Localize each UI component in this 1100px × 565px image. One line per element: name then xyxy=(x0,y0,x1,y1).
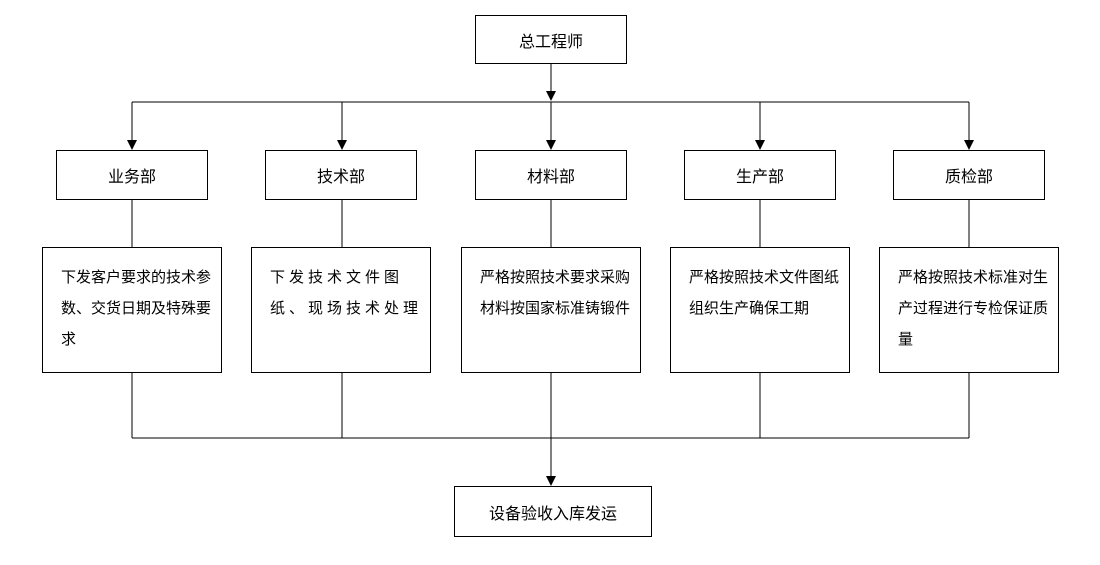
desc-box-materials: 严格按照技术要求采购材料按国家标准铸锻件 xyxy=(461,247,641,373)
chief-engineer-box: 总工程师 xyxy=(475,15,627,64)
shipping-box: 设备验收入库发运 xyxy=(454,486,652,537)
dept-box-technical: 技术部 xyxy=(265,150,417,200)
dept-box-materials: 材料部 xyxy=(475,150,627,200)
dept-label: 生产部 xyxy=(735,167,784,186)
desc-box-quality: 严格按照技术标准对生产过程进行专检保证质量 xyxy=(879,247,1059,373)
dept-box-business: 业务部 xyxy=(56,150,208,200)
shipping-label: 设备验收入库发运 xyxy=(488,503,617,523)
desc-text: 下发客户要求的技术参数、交货日期及特殊要求 xyxy=(61,268,212,348)
desc-text: 严格按照技术标准对生产过程进行专检保证质量 xyxy=(898,268,1049,348)
dept-label: 材料部 xyxy=(526,167,575,186)
desc-text: 严格按照技术文件图纸组织生产确保工期 xyxy=(689,268,840,317)
dept-label: 技术部 xyxy=(316,167,365,186)
dept-box-quality: 质检部 xyxy=(893,150,1045,200)
desc-box-production: 严格按照技术文件图纸组织生产确保工期 xyxy=(670,247,850,373)
chief-engineer-label: 总工程师 xyxy=(518,31,583,51)
desc-text: 下发技术文件图纸、现场技术处理 xyxy=(270,268,423,317)
dept-box-production: 生产部 xyxy=(684,150,836,200)
dept-label: 质检部 xyxy=(944,167,993,186)
dept-label: 业务部 xyxy=(107,167,156,186)
desc-box-business: 下发客户要求的技术参数、交货日期及特殊要求 xyxy=(42,247,222,373)
desc-box-technical: 下发技术文件图纸、现场技术处理 xyxy=(251,247,431,373)
desc-text: 严格按照技术要求采购材料按国家标准铸锻件 xyxy=(480,268,631,317)
